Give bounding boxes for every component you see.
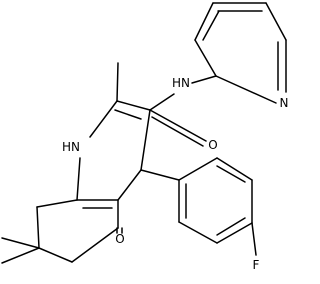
c3-c2-double — [114, 109, 142, 120]
c2-n1 — [89, 100, 118, 138]
ph-bond-2 — [216, 157, 253, 181]
amide-n-pyr — [191, 75, 217, 84]
atom-label-layer: HN HN N O O F — [62, 76, 288, 272]
c-f — [251, 222, 257, 256]
pyr-bond-5 — [194, 39, 217, 77]
pyridine-n-label: N — [280, 96, 289, 110]
ph-bond-4 — [216, 222, 253, 244]
c7-c6 — [38, 247, 73, 263]
c8-c7 — [36, 206, 40, 249]
c7-methyl-2 — [1, 247, 40, 264]
ph-double-2 — [216, 217, 246, 236]
ph-double-1 — [216, 165, 246, 183]
pyr-bond-2 — [265, 2, 287, 41]
structure-canvas: HN HN N O O F — [1, 2, 288, 272]
c6-c5 — [71, 227, 119, 263]
n1-c8a — [76, 157, 81, 201]
pyr-bond-4 — [194, 2, 214, 41]
ketone-o-label: O — [115, 232, 124, 246]
ring-nh-label: HN — [62, 140, 80, 154]
c3-c4 — [140, 109, 151, 171]
amide-co-2 — [151, 116, 204, 147]
c4-aryl — [140, 169, 180, 181]
amide-c-n — [149, 93, 175, 111]
c3-c2 — [116, 100, 151, 111]
bond-layer — [1, 2, 287, 264]
fluorine-label: F — [253, 258, 260, 272]
amide-nh-label: HN — [172, 76, 190, 90]
c2-methyl — [116, 62, 119, 102]
pyr-double-3 — [202, 10, 220, 41]
molecule-drawing: HN HN N O O F — [1, 2, 288, 272]
pyr-bond-6 — [215, 75, 277, 104]
c7-methyl-1 — [1, 237, 40, 249]
amide-co-1 — [149, 109, 207, 142]
amide-o-label: O — [208, 138, 217, 152]
ph-bond-5 — [178, 221, 218, 244]
c4-c4a — [117, 169, 142, 201]
c8a-c8 — [36, 199, 78, 208]
ph-bond-1 — [178, 157, 218, 181]
